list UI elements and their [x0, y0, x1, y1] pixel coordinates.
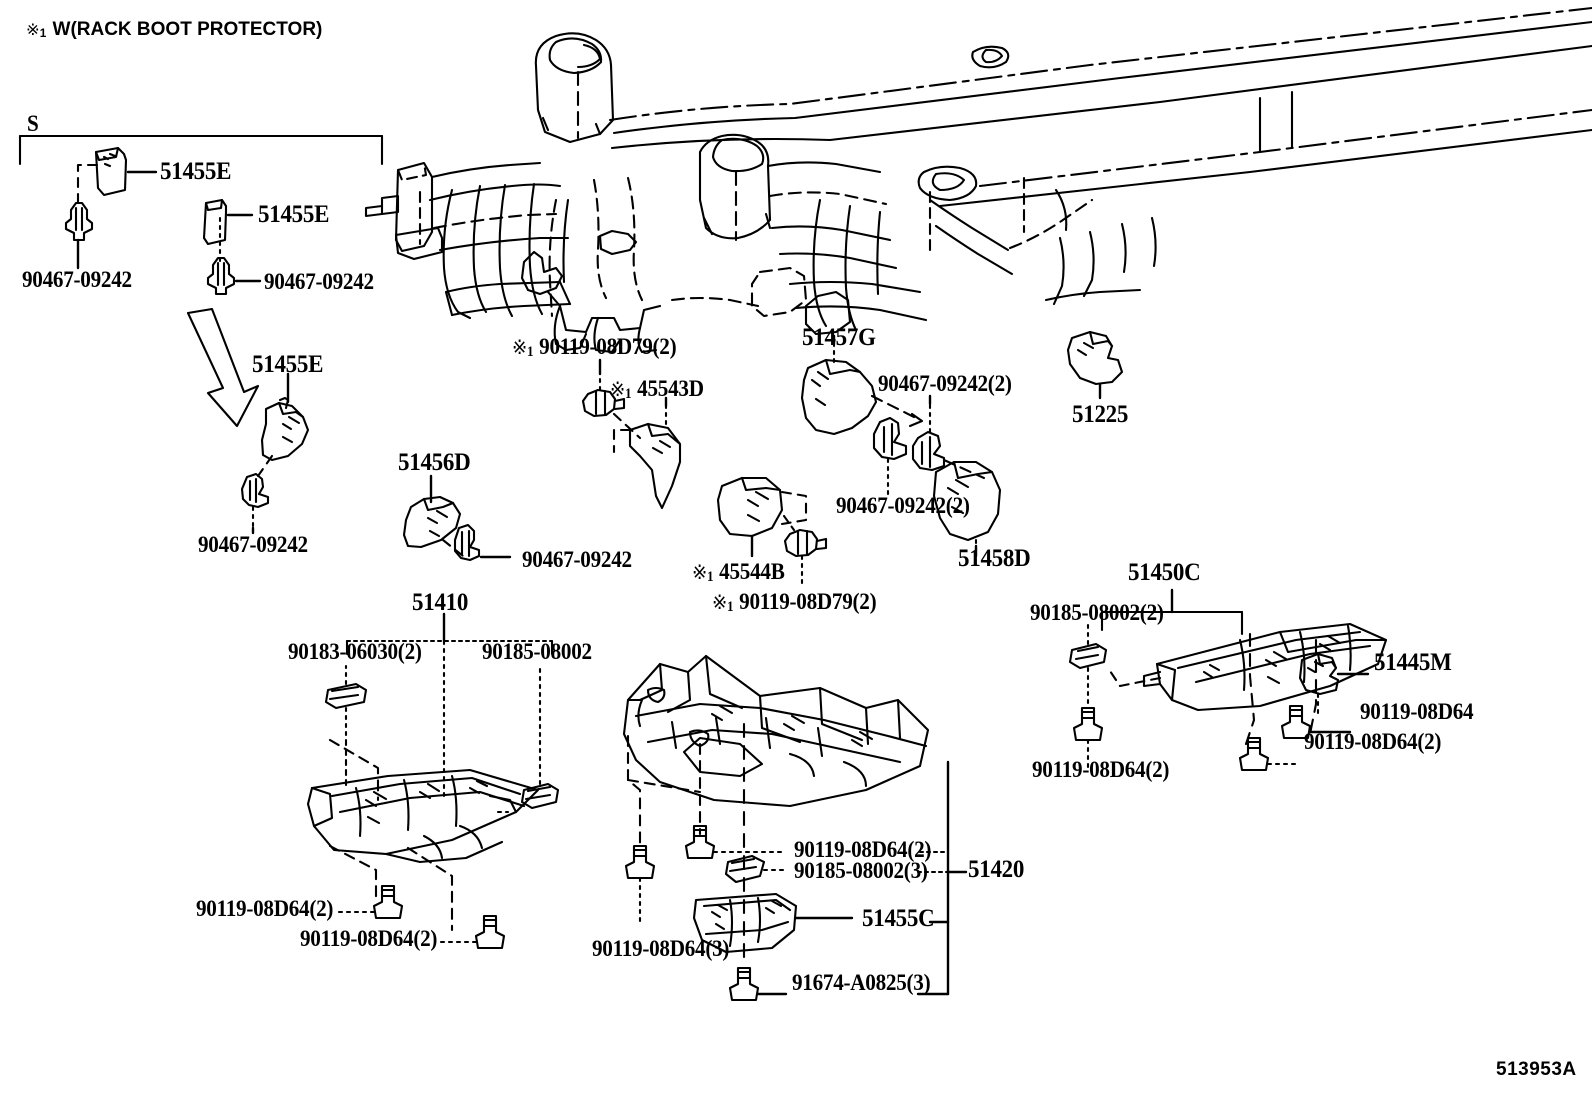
part-90467-09242-a — [64, 201, 94, 270]
label-51410: 51410 — [412, 589, 469, 616]
label-51455e-c: 51455E — [252, 351, 324, 378]
part-90119-08d64-l1 — [334, 884, 404, 920]
frame-crossmember-illustration — [364, 6, 1592, 354]
part-51455e-a — [76, 146, 158, 209]
label-90467-09242-a: 90467-09242 — [22, 267, 132, 292]
sheet-id: 513953A — [1496, 1059, 1577, 1080]
label-45544b: ※1 45544B — [692, 559, 785, 585]
label-90119-08d79-b: ※1 90119-08D79(2) — [712, 589, 877, 615]
label-51445m: 51445M — [1374, 649, 1452, 676]
label-91674-a0825-3x: 91674-A0825(3) — [792, 970, 931, 995]
part-90119-08d64-c1 — [684, 824, 788, 860]
part-90185-08002-3x — [724, 854, 788, 884]
part-90467-09242-b — [206, 256, 262, 296]
label-90119-08d64-r3: 90119-08D64(2) — [1032, 757, 1170, 782]
part-90467-09242-d — [453, 523, 512, 562]
part-45544b — [716, 476, 808, 558]
part-90185-08002-2x — [1068, 622, 1108, 708]
label-90467-09242-c: 90467-09242 — [198, 532, 308, 557]
part-90185-08002 — [520, 664, 560, 810]
part-51225 — [1066, 330, 1124, 400]
label-90185-08002-3x: 90185-08002(3) — [794, 858, 928, 883]
group-marker-s: S — [27, 111, 39, 136]
label-45543d: ※1 45543D — [610, 376, 704, 402]
direction-arrow — [186, 307, 260, 428]
header-note: ※1 W(RACK BOOT PROTECTOR) — [26, 19, 323, 40]
part-90119-08d64-c2 — [624, 844, 656, 926]
label-90119-08d64-r1: 90119-08D64 — [1360, 699, 1474, 724]
part-45543d — [612, 396, 682, 510]
part-91674-a0825-3x — [728, 966, 788, 1002]
label-51450c: 51450C — [1128, 559, 1201, 586]
part-90119-08d64-r2 — [1238, 736, 1298, 772]
part-51455e-b — [202, 198, 254, 264]
label-90185-08002-2x: 90185-08002(2) — [1030, 600, 1164, 625]
label-51225: 51225 — [1072, 401, 1129, 428]
label-90119-08d64-c2: 90119-08D64(3) — [592, 936, 730, 961]
label-90467-09242-2x-b: 90467-09242(2) — [836, 493, 970, 518]
part-90467-09242-2x-right — [911, 394, 986, 480]
part-90119-08d64-l2 — [436, 914, 506, 950]
label-51455c: 51455C — [862, 905, 935, 932]
part-51456d — [402, 474, 465, 558]
part-90467-09242-c — [240, 472, 270, 535]
part-51445m — [1298, 652, 1370, 718]
label-90185-08002: 90185-08002 — [482, 639, 592, 664]
part-51455e-c — [256, 372, 310, 478]
label-90119-08d64-c1: 90119-08D64(2) — [794, 837, 932, 862]
label-90467-09242-2x-a: 90467-09242(2) — [878, 371, 1012, 396]
label-51457g: 51457G — [802, 324, 876, 351]
label-51455e-b: 51455E — [258, 201, 330, 228]
part-51450c — [1106, 622, 1388, 746]
part-90467-09242-2x-left — [872, 416, 908, 500]
part-90119-08d79-b — [783, 528, 828, 588]
label-51420: 51420 — [968, 856, 1025, 883]
label-90119-08d79-a: ※1 90119-08D79(2) — [512, 334, 677, 360]
part-51410 — [306, 768, 540, 932]
label-51456d: 51456D — [398, 449, 471, 476]
label-90467-09242-d: 90467-09242 — [522, 547, 632, 572]
label-90183-06030-2x: 90183-06030(2) — [288, 639, 422, 664]
label-90119-08d64-l1: 90119-08D64(2) — [196, 896, 334, 921]
label-51455e-a: 51455E — [160, 158, 232, 185]
label-51458d: 51458D — [958, 545, 1031, 572]
label-90119-08d64-l2: 90119-08D64(2) — [300, 926, 438, 951]
part-90183-06030-2x — [324, 664, 380, 802]
label-90119-08d64-r2: 90119-08D64(2) — [1304, 729, 1442, 754]
label-90467-09242-b: 90467-09242 — [264, 269, 374, 294]
